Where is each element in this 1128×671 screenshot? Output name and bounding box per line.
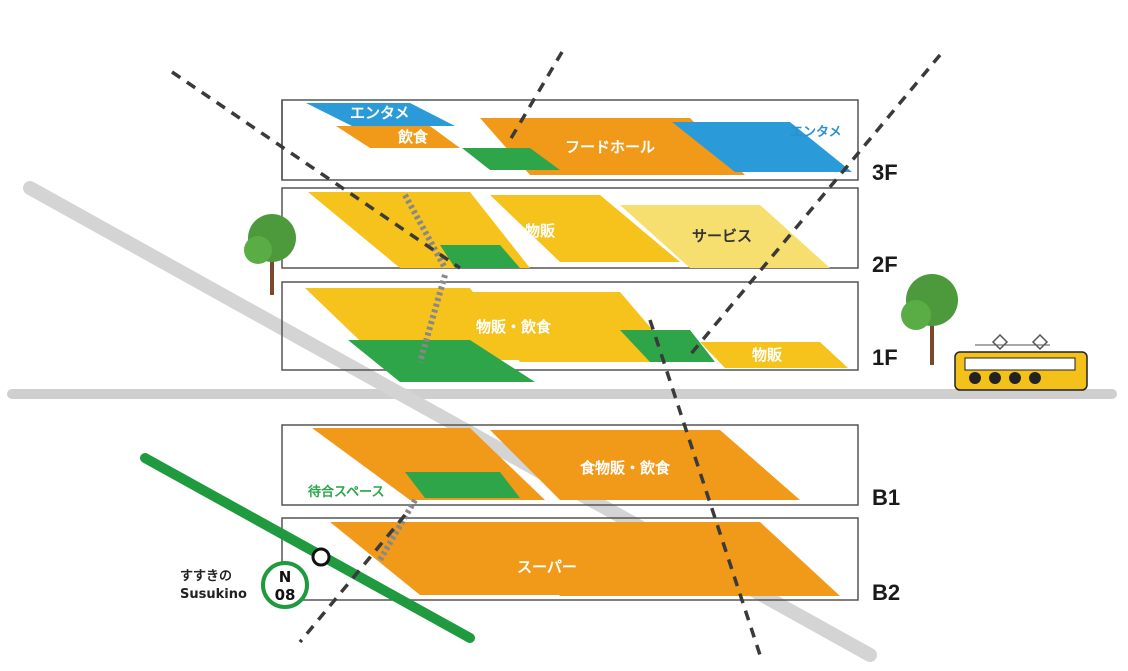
zone-1f-buppan[interactable] [700,342,848,368]
station-name-jp: すすきの [180,569,232,584]
zone-3f-entame-left[interactable] [306,103,455,126]
station-name-en: Susukino [180,587,247,602]
label-3f-inshoku: 飲食 [397,128,429,146]
label-1f-buppan: 物販 [752,346,783,364]
floor-2f: 物販 サービス [281,187,859,269]
zone-1f-green-left [348,340,535,382]
label-b2-super: スーパー [517,558,577,576]
floor-label-1f: 1F [872,345,898,370]
dashed-axis-5 [298,513,407,644]
zone-b1-waiting[interactable] [405,472,520,498]
floor-3f: エンタメ 飲食 フードホール エンタメ [281,99,859,181]
label-3f-foodhall: フードホール [565,138,655,156]
station-badge-icon [261,561,309,609]
zone-3f-entame-right[interactable] [672,122,852,172]
floor-label-b2: B2 [872,580,900,605]
zone-b1-shokubuppan[interactable] [490,430,800,500]
zone-1f-green-right [620,330,715,362]
label-2f-service: サービス [692,227,752,245]
dashed-axis-1 [171,70,461,270]
tree-icon [244,214,296,295]
zone-1f-buppan-inshoku[interactable] [470,292,680,362]
station-point-icon [311,547,331,567]
zone-b2-super[interactable] [500,522,840,596]
dashed-axis-3 [688,53,942,357]
station-line-letter: N [279,568,292,586]
station-number: 08 [275,586,296,604]
zone-3f-green [462,148,560,170]
label-2f-buppan: 物販 [525,222,556,240]
floor-1f: 物販・飲食 物販 [281,281,859,382]
station-marker[interactable]: N 08 [261,561,309,609]
floor-label-3f: 3F [872,160,898,185]
floor-b2: スーパー [281,517,859,601]
tree-icon [901,274,958,365]
dashed-axis-4 [648,319,762,656]
tram-icon [954,333,1088,391]
label-3f-entame-right: エンタメ [790,125,842,140]
label-1f-buppan-inshoku: 物販・飲食 [476,318,552,336]
floor-b1: 食物販・飲食 待合スペース [281,424,859,506]
floor-label-b1: B1 [872,485,900,510]
floor-label-2f: 2F [872,252,898,277]
zone-3f-inshoku[interactable] [336,126,460,148]
subway-line [140,453,475,643]
label-3f-entame-left: エンタメ [350,104,410,122]
label-b1-waiting: 待合スペース [307,484,384,500]
label-b1-shokubuppan: 食物販・飲食 [580,459,671,477]
zone-2f-green [440,245,520,268]
escalator-3f-2f [402,193,448,270]
zone-2f-buppan[interactable] [490,195,680,262]
